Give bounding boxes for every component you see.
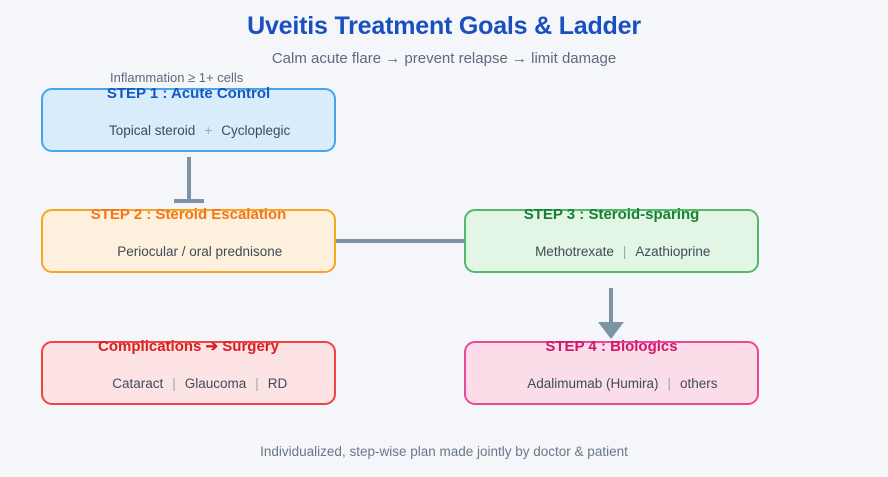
- node-step1-items: Topical steroid + Cycloplegic: [87, 109, 290, 154]
- node-step3-item-1: Azathioprine: [635, 244, 711, 260]
- connector-step1-to-step2-line: [187, 157, 191, 201]
- node-step4-item-0: Adalimumab (Humira): [527, 376, 659, 392]
- node-complications-surgery[interactable]: Complications ➔ Surgery Cataract | Glaucom…: [41, 337, 336, 407]
- node-step4-separator-0: |: [667, 376, 672, 392]
- footer-note: Individualized, step-wise plan made join…: [260, 444, 628, 459]
- node-step2-item-0: Periocular / oral prednisone: [117, 244, 283, 260]
- node-complications-item-1: Glaucoma: [184, 376, 247, 392]
- node-complications-title: Complications ➔ Surgery: [98, 337, 279, 355]
- inflammation-criteria-label: Inflammation ≥ 1+ cells: [110, 70, 244, 85]
- node-step4-biologics[interactable]: STEP 4 : Biologics Adalimumab (Humira) | o…: [464, 337, 759, 407]
- node-step1-separator-0: +: [204, 123, 213, 139]
- node-step4-items: Adalimumab (Humira) | others: [505, 362, 717, 407]
- node-complications-item-0: Cataract: [112, 376, 164, 392]
- node-complications-separator-0: |: [172, 376, 176, 392]
- node-step1-title: STEP 1 : Acute Control: [106, 84, 271, 102]
- node-step1-item-1: Cycloplegic: [221, 123, 291, 139]
- node-step3-separator-0: |: [622, 244, 627, 260]
- node-step4-item-1: others: [680, 376, 718, 392]
- node-step3-title: STEP 3 : Steroid-sparing: [523, 205, 700, 223]
- node-step1-item-0: Topical steroid: [109, 123, 196, 139]
- connector-step3-to-step4-arrowhead-icon: [598, 322, 624, 339]
- node-complications-separator-1: |: [255, 376, 259, 392]
- page-subtitle: Calm acute flare → prevent relapse → lim…: [271, 50, 617, 67]
- node-step3-items: Methotrexate | Azathioprine: [513, 230, 711, 275]
- connector-step2-to-step3-line: [336, 239, 464, 243]
- node-step2-items: Periocular / oral prednisone: [95, 230, 283, 275]
- node-step3-steroid-sparing[interactable]: STEP 3 : Steroid-sparing Methotrexate | Az…: [464, 205, 759, 275]
- node-step1-acute-control[interactable]: STEP 1 : Acute Control Topical steroid + C…: [41, 84, 336, 154]
- node-step3-item-0: Methotrexate: [535, 244, 614, 260]
- connector-step3-to-step4-line: [609, 288, 613, 326]
- node-step2-steroid-escalation[interactable]: STEP 2 : Steroid Escalation Periocular /…: [41, 205, 336, 275]
- page-title: Uveitis Treatment Goals & Ladder: [247, 12, 641, 40]
- node-complications-items: Cataract | Glaucoma | RD: [90, 362, 288, 407]
- node-step2-title: STEP 2 : Steroid Escalation: [90, 205, 287, 223]
- connector-step1-to-step2-foot: [174, 199, 204, 203]
- node-step4-title: STEP 4 : Biologics: [545, 337, 678, 355]
- node-complications-item-2: RD: [267, 376, 288, 392]
